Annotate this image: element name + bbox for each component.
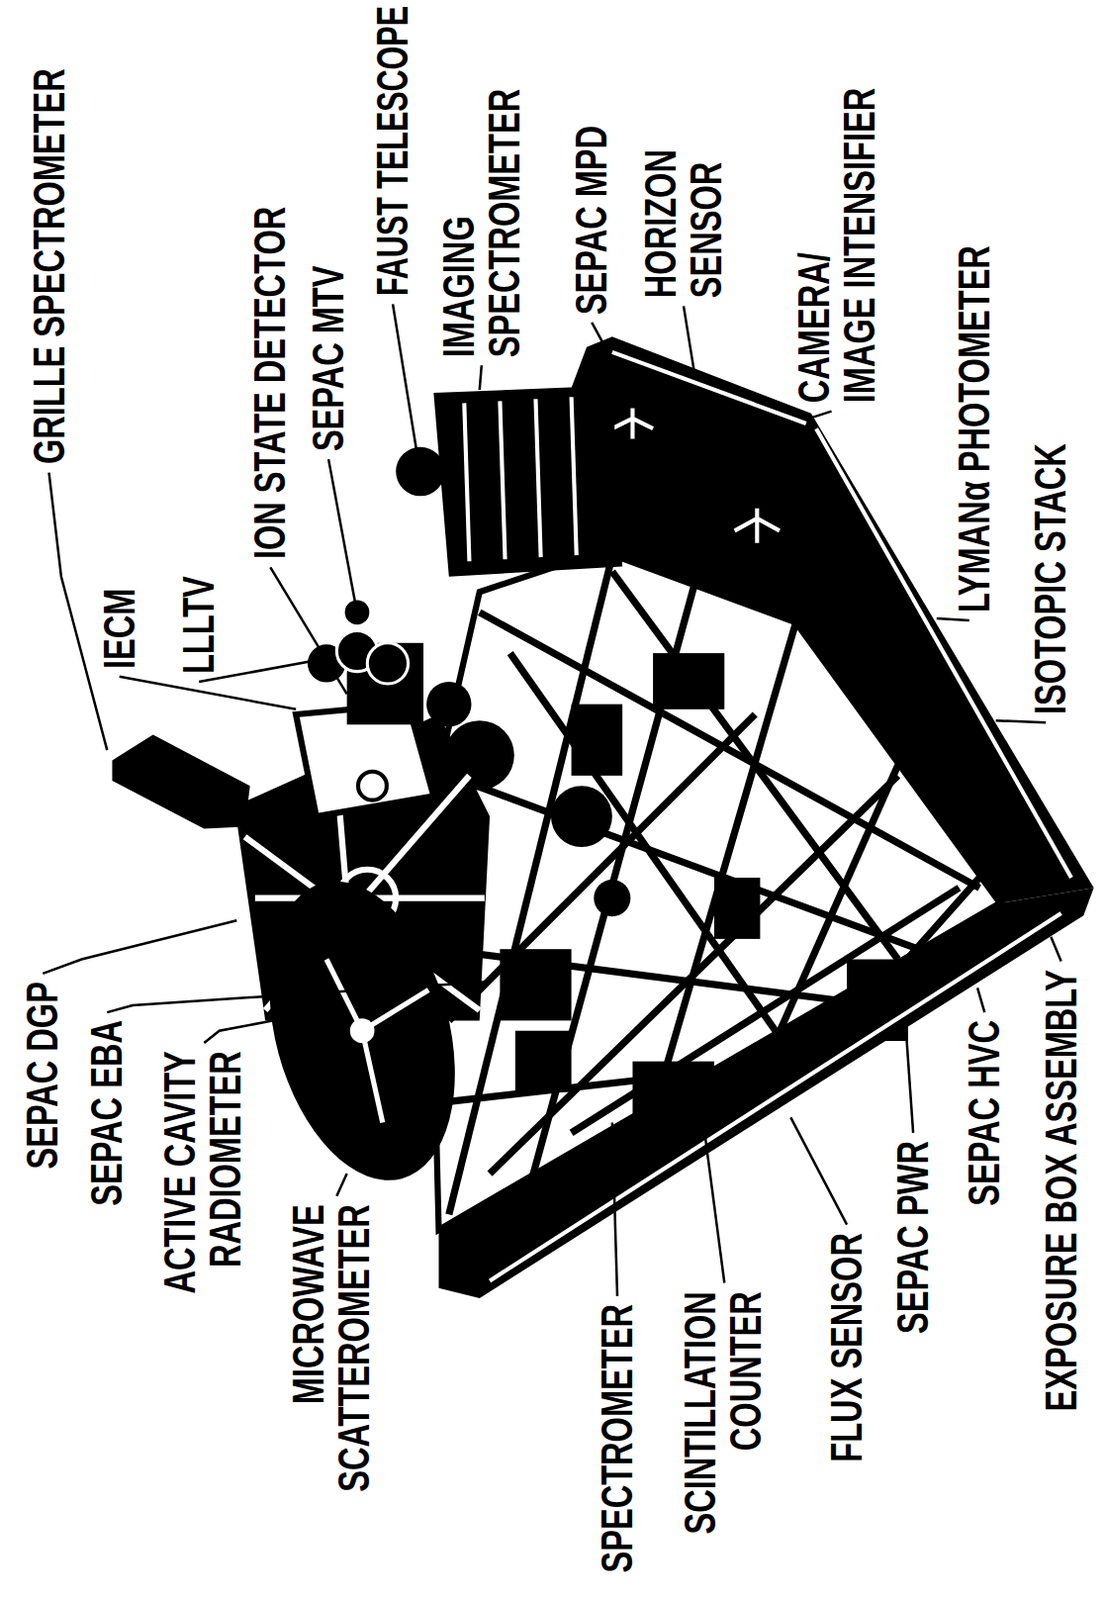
leader-line [612, 1122, 618, 1296]
part-label: SPECTROMETER [594, 1303, 641, 1572]
label-line: ISOTOPIC STACK [1027, 443, 1074, 715]
dish-spokes [326, 959, 429, 1123]
label-line: IMAGING [436, 89, 482, 358]
label-line: SEPAC EBA [85, 1019, 131, 1206]
leader-line [479, 365, 482, 390]
leader-line [270, 566, 347, 694]
label-line: SEPAC HVC [962, 1019, 1009, 1206]
part-label: ACTIVE CAVITY RADIOMETER [158, 1051, 250, 1294]
label-line: GRILLE SPECTROMETER [25, 69, 72, 465]
label-line: FLUX SENSOR [824, 1232, 870, 1463]
label-line: HORIZON [638, 149, 684, 298]
spectrometer-box [433, 385, 623, 577]
leader-line [42, 920, 237, 974]
leader-line [790, 1116, 847, 1224]
part-label: GRILLE SPECTROMETER [25, 69, 72, 465]
leader-line [328, 459, 356, 602]
label-line: SENSOR [683, 149, 730, 298]
part-label: SEPAC EBA [85, 1019, 131, 1206]
label-line: SPECTROMETER [594, 1303, 641, 1572]
grille-box [111, 735, 250, 829]
label-line: ION STATE DETECTOR [247, 206, 293, 559]
label-line: COUNTER [724, 1290, 770, 1534]
part-label: MICROWAVE SCATTEROMETER [285, 1203, 377, 1492]
leader-line [336, 1173, 347, 1197]
leader-line [1050, 936, 1061, 962]
part-label: IECM [96, 587, 143, 668]
part-label: FAUST TELESCOPE [369, 5, 416, 296]
part-label: SCINTILLATION COUNTER [678, 1290, 770, 1534]
label-line: ACTIVE CAVITY [158, 1051, 204, 1294]
part-label: SEPAC DGP [19, 981, 66, 1169]
leader-line [996, 720, 1047, 723]
part-label: SEPAC PWR [890, 1140, 936, 1334]
label-line: SCINTILLATION [678, 1290, 725, 1534]
leader-line [936, 618, 970, 621]
part-label: SEPAC HVC [962, 1019, 1009, 1206]
leader-line [704, 1127, 726, 1284]
leader-line [591, 322, 604, 346]
leader-line [119, 676, 296, 710]
leader-line [203, 1019, 274, 1043]
leader-line [809, 411, 832, 419]
camera-cylinders [305, 630, 408, 684]
label-line: LYMANα PHOTOMETER [951, 245, 998, 613]
label-line: SCATTEROMETER [331, 1203, 377, 1492]
label-line: SEPAC DGP [19, 981, 66, 1169]
part-label: IMAGING SPECTROMETER [436, 89, 528, 358]
label-line: IECM [96, 587, 143, 668]
part-label: FLUX SENSOR [824, 1232, 870, 1463]
leader-line [683, 305, 694, 369]
spectrometer-slats [463, 396, 576, 561]
leader-line [977, 987, 985, 1013]
pallet-sidewall [571, 336, 1095, 903]
part-label: LLLTV [176, 575, 222, 674]
label-line: EXPOSURE BOX ASSEMBLY [1038, 969, 1085, 1411]
part-label: ION STATE DETECTOR [247, 206, 293, 559]
label-line: FAUST TELESCOPE [369, 5, 416, 296]
dish-antenna [238, 860, 485, 1201]
part-label: CAMERA/ IMAGE INTENSIFIER [791, 88, 883, 403]
label-line: LLLTV [176, 575, 222, 674]
part-label: SEPAC MTV [305, 265, 352, 452]
label-line: MICROWAVE [285, 1203, 332, 1492]
pallet-sidewall [439, 887, 1095, 1298]
part-label: ISOTOPIC STACK [1027, 443, 1074, 715]
label-line: IMAGE INTENSIFIER [836, 88, 883, 403]
label-line: SEPAC MPD [568, 125, 615, 315]
label-line: SPECTROMETER [481, 89, 528, 358]
label-line: SEPAC MTV [305, 265, 352, 452]
leader-line [106, 981, 488, 1013]
label-line: SEPAC PWR [890, 1140, 936, 1334]
part-label: HORIZON SENSOR [638, 149, 730, 298]
label-line: RADIOMETER [203, 1051, 250, 1294]
leader-line [906, 1030, 914, 1133]
telescope [395, 447, 446, 497]
part-label: EXPOSURE BOX ASSEMBLY [1038, 969, 1085, 1411]
leader-line [392, 303, 417, 449]
part-label: SEPAC MPD [568, 125, 615, 315]
part-label: LYMANα PHOTOMETER [951, 245, 998, 613]
label-line: CAMERA/ [791, 88, 837, 403]
